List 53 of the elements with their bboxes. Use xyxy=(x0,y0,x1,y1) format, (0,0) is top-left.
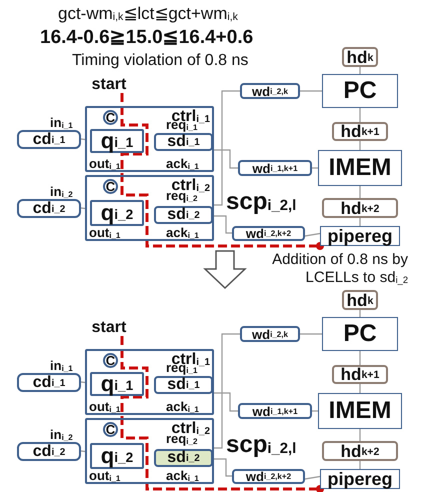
connector-line xyxy=(359,429,361,441)
c-element-circle: C xyxy=(103,422,118,437)
port-label: ack$_{i_1}$ xyxy=(166,469,199,482)
module-box: pipereg xyxy=(320,469,400,489)
formula-text: gct-wm$_{i,k}$≦lct≦gct+wm$_{i,k}$ xyxy=(58,5,238,22)
controller-block xyxy=(85,349,214,415)
connector-line xyxy=(80,207,86,210)
c-element-circle: C xyxy=(103,353,118,368)
connector-line xyxy=(304,476,320,480)
connector-line xyxy=(80,138,86,140)
connector-line xyxy=(214,458,232,477)
module-box: pipereg xyxy=(320,226,400,246)
controller-block xyxy=(85,418,214,484)
port-label: in$_{i_2}$ xyxy=(50,185,73,198)
port-label: ack$_{i_1}$ xyxy=(166,226,199,240)
connector-line xyxy=(300,90,322,92)
port-label: ack$_{i_1}$ xyxy=(166,400,199,414)
controller-block xyxy=(85,175,214,241)
connector-line xyxy=(304,232,320,237)
port-label: in$_{i_2}$ xyxy=(50,428,73,442)
connector-line xyxy=(214,90,240,206)
path-label: scp$_{i_2,l}$ xyxy=(226,190,296,214)
critical-path-line xyxy=(120,336,324,492)
connector-line xyxy=(214,392,238,412)
module-box: IMEM xyxy=(318,393,402,429)
annotation-text: Timing violation of 0.8 ns xyxy=(72,53,248,69)
port-label: in$_{i_1}$ xyxy=(50,116,73,130)
connector-line xyxy=(359,186,361,198)
port-label: out$_{i_1}$ xyxy=(89,226,120,240)
connector-line xyxy=(359,108,361,122)
port-label: in$_{i_1}$ xyxy=(50,359,73,372)
controller-block xyxy=(85,106,214,172)
connector-line xyxy=(300,333,322,335)
start-label: start xyxy=(86,77,132,93)
port-label: ack$_{i_1}$ xyxy=(166,157,199,170)
formula-text: 16.4-0.6≧15.0≦16.4+0.6 xyxy=(40,28,254,47)
critical-path-line xyxy=(120,93,324,250)
module-box: PC xyxy=(322,74,398,108)
c-element-circle: C xyxy=(103,110,118,125)
path-label: scp$_{i_2,l}$ xyxy=(226,433,296,457)
module-box: PC xyxy=(322,317,398,351)
connector-line xyxy=(80,381,86,384)
c-element-circle: C xyxy=(103,179,118,194)
port-label: out$_{i_1}$ xyxy=(89,469,120,482)
connector-line xyxy=(214,333,240,449)
connector-line xyxy=(214,215,232,234)
port-label: out$_{i_1}$ xyxy=(89,157,120,170)
connector-line xyxy=(214,149,238,169)
connector-line xyxy=(80,450,86,452)
port-label: out$_{i_1}$ xyxy=(89,400,120,414)
module-box: IMEM xyxy=(318,150,402,186)
connector-line xyxy=(359,351,361,365)
start-label: start xyxy=(86,320,132,336)
